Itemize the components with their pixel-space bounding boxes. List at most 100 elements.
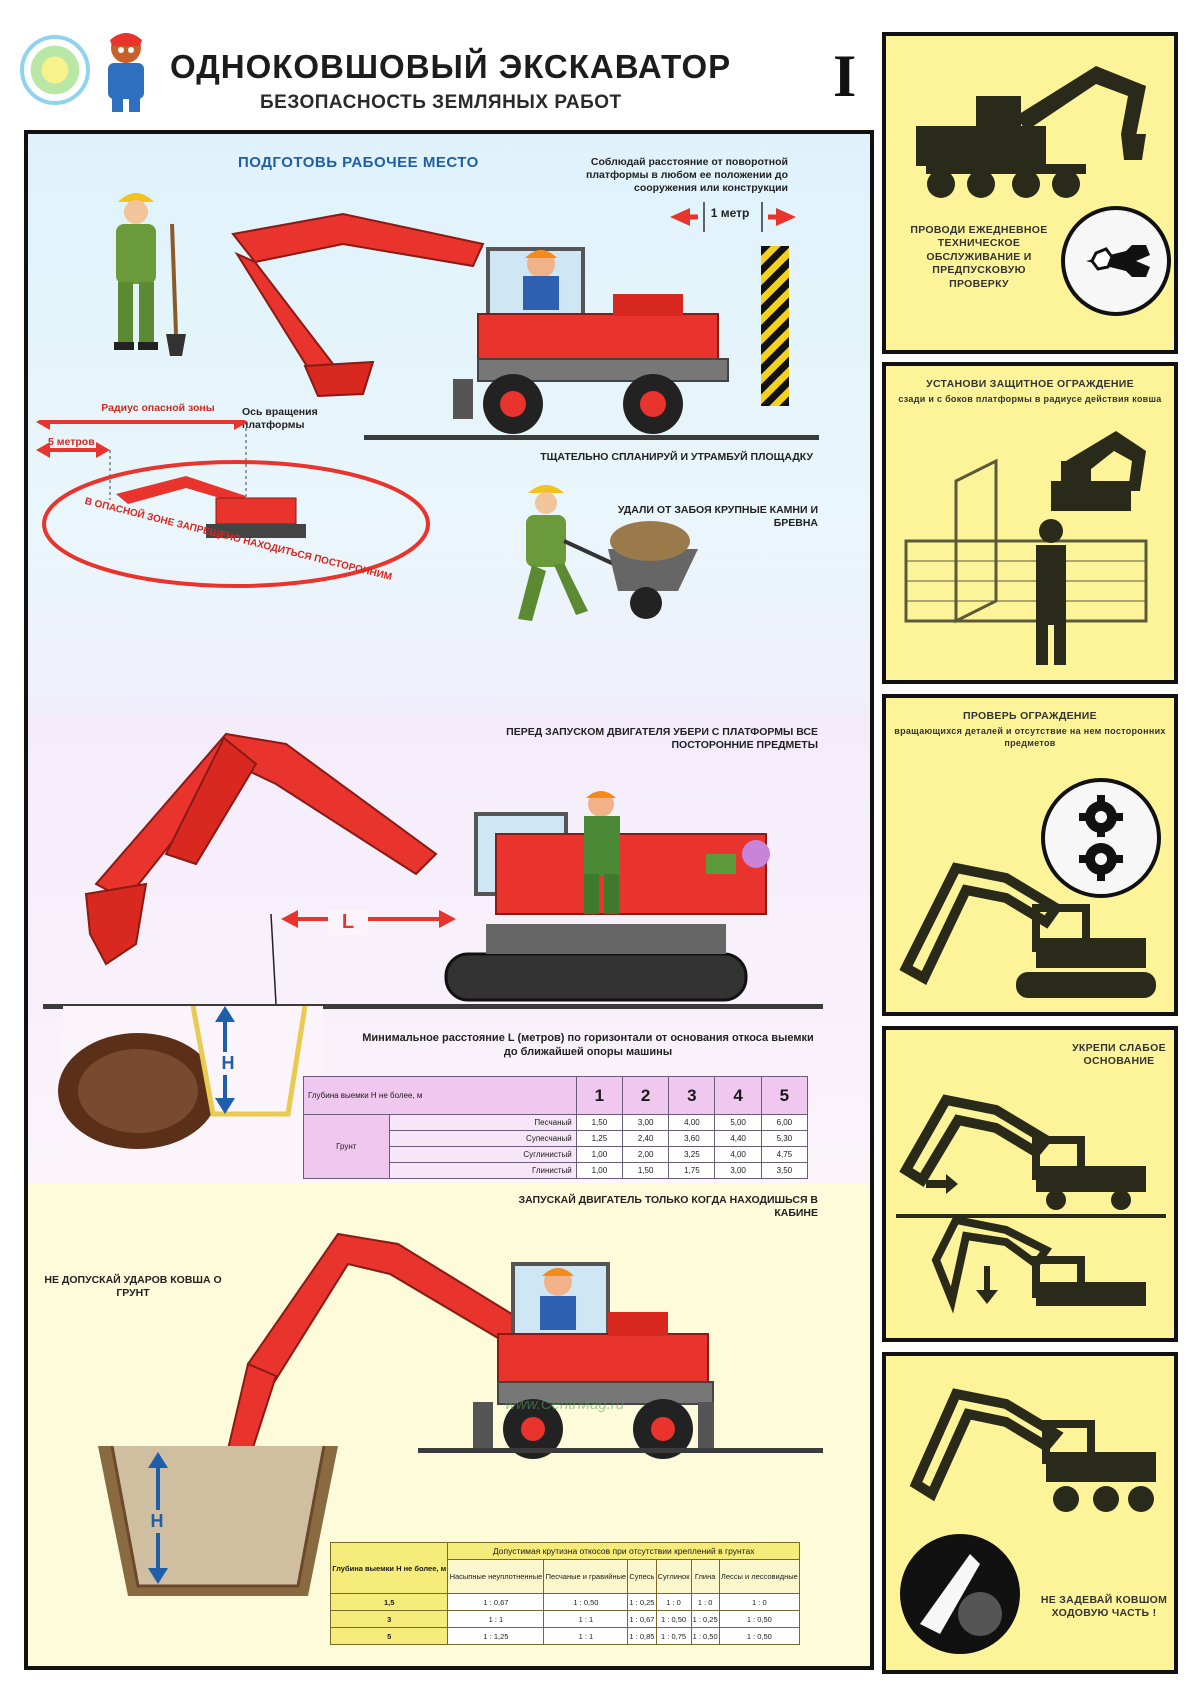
bottom-pit-diagram — [98, 1446, 338, 1596]
excavator-silhouette-icon — [909, 1388, 1156, 1512]
panel-check-guards: ПРОВЕРЬ ОГРАЖДЕНИЕ вращающихся деталей и… — [882, 694, 1178, 1016]
excavator-silhouette-icon — [916, 66, 1146, 198]
watermark-text: www.CentrMag.ru — [505, 1396, 625, 1413]
pit-diagram — [58, 1006, 323, 1156]
table-cell: 4,40 — [714, 1130, 762, 1147]
section-prepare-site: ПОДГОТОВЬ РАБОЧЕЕ МЕСТО Соблюдай расстоя… — [28, 134, 870, 714]
table-cell: 3,25 — [668, 1146, 716, 1163]
bucket-hit-icon — [900, 1534, 1020, 1654]
table-cell: 5,30 — [760, 1130, 809, 1147]
ground-line-top — [364, 435, 819, 440]
worker-wheelbarrow-icon — [518, 485, 698, 621]
table2-depth: 1,5 — [329, 1593, 449, 1611]
table-cell: 1 : 0,50 — [718, 1627, 801, 1645]
table-cell: 1,00 — [575, 1146, 624, 1163]
table-cell: 1 : 0 — [718, 1593, 801, 1611]
table2-column-header: Глина — [690, 1559, 720, 1594]
danger-radius-label: Радиус опасной зоны — [101, 402, 215, 414]
remove-objects-note: ПЕРЕД ЗАПУСКОМ ДВИГАТЕЛЯ УБЕРИ С ПЛАТФОР… — [506, 726, 818, 752]
worker-with-shovel-icon — [114, 193, 186, 356]
table-cell: 1 : 0,25 — [690, 1610, 720, 1628]
table2-column-header: Супесь — [627, 1559, 657, 1594]
mascot-icon — [108, 33, 144, 112]
table1-depth-header: Глубина выемки H не более, м — [303, 1076, 577, 1115]
table-cell: 1,50 — [622, 1162, 670, 1179]
table-cell: 3,50 — [760, 1162, 809, 1179]
table-cell: 1 : 0,25 — [627, 1593, 657, 1611]
table-row: 5 1 : 1,25 1 : 1 1 : 0,85 1 : 0,75 1 : 0… — [329, 1627, 801, 1645]
panel-weak-base-text: УКРЕПИ СЛАБОЕ ОСНОВАНИЕ — [1072, 1042, 1166, 1068]
level-site-note: ТЩАТЕЛЬНО СПЛАНИРУЙ И УТРАМБУЙ ПЛОЩАДКУ — [540, 451, 813, 463]
table-row: Супесчаный 1,25 2,40 3,60 4,40 5,30 — [304, 1130, 809, 1147]
table-cell: 4,00 — [668, 1114, 716, 1131]
poster-subtitle: БЕЗОПАСНОСТЬ ЗЕМЛЯНЫХ РАБОТ — [260, 92, 622, 113]
table2-column-header: Насыпные неуплотненные — [447, 1559, 545, 1594]
table-cell: 1 : 1 — [447, 1610, 545, 1628]
table1-soil-type: Супесчаный — [388, 1130, 577, 1147]
table-cell: 1 : 0,50 — [543, 1593, 629, 1611]
ground-line-middle — [43, 1004, 823, 1009]
panel-guards-title: ПРОВЕРЬ ОГРАЖДЕНИЕ — [963, 710, 1097, 722]
panel-maintenance: ПРОВОДИ ЕЖЕДНЕВНОЕ ТЕХНИЧЕСКОЕ ОБСЛУЖИВА… — [882, 32, 1178, 354]
table-cell: 1 : 0 — [690, 1593, 720, 1611]
table2-depth-header: Глубина выемки H не более, м — [329, 1542, 449, 1594]
distance-note: Соблюдай расстояние от поворотной платфо… — [586, 156, 788, 195]
part-numeral: I — [833, 43, 857, 109]
hazard-post-icon — [761, 246, 789, 406]
table-cell: 3,00 — [714, 1162, 762, 1179]
remove-stones-note: УДАЛИ ОТ ЗАБОЯ КРУПНЫЕ КАМНИ И БРЕВНА — [617, 504, 818, 530]
excavator-silhouette-icon — [899, 862, 1156, 998]
table-cell: 1 : 0,67 — [627, 1610, 657, 1628]
table-cell: 1 : 1,25 — [447, 1627, 545, 1645]
table1-soil-label: Грунт — [303, 1114, 390, 1179]
table2-depth: 5 — [329, 1627, 449, 1645]
table1-soil-type: Глинистый — [388, 1162, 577, 1179]
table-cell: 1 : 0,67 — [447, 1593, 545, 1611]
table-row: Грунт Песчаный 1,50 3,00 4,00 5,00 6,00 — [303, 1114, 809, 1179]
main-panel: ПОДГОТОВЬ РАБОЧЕЕ МЕСТО Соблюдай расстоя… — [24, 130, 874, 1670]
crawler-excavator — [84, 732, 770, 1005]
table1-caption: Минимальное расстояние L (метров) по гор… — [362, 1032, 814, 1058]
table-cell: 1,00 — [575, 1162, 624, 1179]
table-cell: 2,00 — [622, 1146, 670, 1163]
slope-steepness-table: Глубина выемки H не более, м Допустимая … — [329, 1542, 801, 1645]
one-meter-arrows — [670, 202, 796, 232]
one-meter-label: 1 метр — [710, 206, 750, 220]
table-cell: 1 : 0,50 — [655, 1610, 692, 1628]
panel-maintenance-text: ПРОВОДИ ЕЖЕДНЕВНОЕ ТЕХНИЧЕСКОЕ ОБСЛУЖИВА… — [910, 224, 1048, 290]
h-label-middle: H — [216, 1052, 240, 1075]
table-cell: 4,00 — [714, 1146, 762, 1163]
table-cell: 1 : 0 — [655, 1593, 692, 1611]
table2-column-header: Лессы и лессовидные — [718, 1559, 801, 1594]
table1-depth-col: 2 — [622, 1076, 670, 1115]
gears-icon — [1041, 778, 1161, 898]
danger-zone-diagram — [36, 420, 430, 588]
l-label: L — [328, 910, 368, 935]
start-engine-note: ЗАПУСКАЙ ДВИГАТЕЛЬ ТОЛЬКО КОГДА НАХОДИШЬ… — [518, 1194, 818, 1220]
panel-guards-sub: вращающихся деталей и отсутствие на нем … — [894, 726, 1166, 748]
five-meters-label: 5 метров — [48, 436, 95, 448]
safety-logo-icon — [20, 35, 90, 105]
wrench-icon — [1061, 206, 1171, 316]
poster-title: ОДНОКОВШОВЫЙ ЭКСКАВАТОР — [170, 48, 732, 85]
table1-depth-col: 3 — [668, 1076, 716, 1115]
rotation-axis-label: Ось вращения платформы — [242, 406, 318, 432]
table-cell: 1,50 — [575, 1114, 624, 1131]
wheeled-excavator-top — [231, 212, 729, 434]
table2-column-header: Суглинок — [655, 1559, 692, 1594]
panel-weak-base: УКРЕПИ СЛАБОЕ ОСНОВАНИЕ — [882, 1026, 1178, 1342]
table-row: 1,5 1 : 0,67 1 : 0,50 1 : 0,25 1 : 0 1 :… — [329, 1593, 801, 1611]
table1-depth-col: 4 — [714, 1076, 762, 1115]
panel-fence-title: УСТАНОВИ ЗАЩИТНОЕ ОГРАЖДЕНИЕ — [926, 378, 1134, 390]
panel-undercarriage: НЕ ЗАДЕВАЙ КОВШОМ ХОДОВУЮ ЧАСТЬ ! — [882, 1352, 1178, 1674]
table2-title: Допустимая крутизна откосов при отсутств… — [447, 1542, 800, 1560]
weak-base-excavators-icon — [896, 1094, 1166, 1314]
table1-soil-type: Песчаный — [388, 1114, 577, 1131]
table1-soil-type: Суглинистый — [388, 1146, 577, 1163]
table-cell: 1 : 0,75 — [655, 1627, 692, 1645]
table-cell: 1 : 1 — [543, 1627, 629, 1645]
panel-undercarriage-text: НЕ ЗАДЕВАЙ КОВШОМ ХОДОВУЮ ЧАСТЬ ! — [1040, 1594, 1168, 1620]
table-cell: 4,75 — [760, 1146, 809, 1163]
table-cell: 2,40 — [622, 1130, 670, 1147]
poster-header: ОДНОКОВШОВЫЙ ЭКСКАВАТОР БЕЗОПАСНОСТЬ ЗЕМ… — [0, 0, 880, 130]
